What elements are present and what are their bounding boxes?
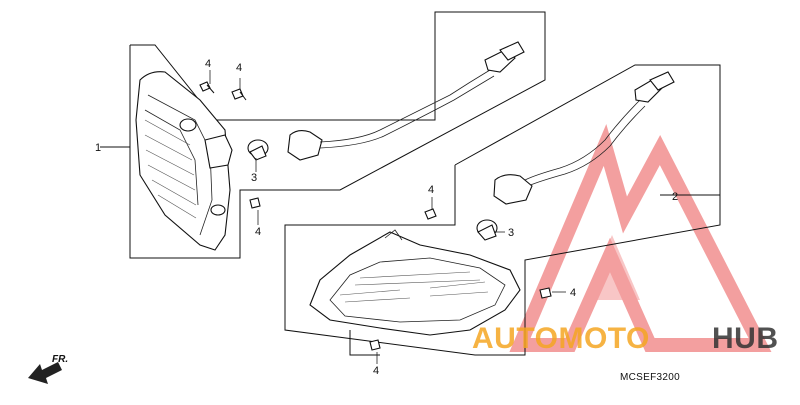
watermark-logo [509, 124, 772, 352]
front-direction-label: FR. [52, 354, 68, 365]
diagram-code: MCSEF3200 [620, 372, 680, 383]
left-lens-hatching [144, 119, 197, 219]
watermark-text-part2: HUB [712, 322, 779, 355]
left-socket-harness [287, 41, 525, 161]
front-direction-indicator: FR. [28, 354, 68, 384]
watermark-text-part1: AUTOMOTO [472, 322, 650, 355]
callout-4-right-bottom: 4 [373, 365, 379, 377]
screw-right-top [424, 208, 437, 220]
screw-left-top-1 [199, 81, 215, 94]
right-socket-harness [493, 71, 675, 205]
right-assembly-outline [284, 64, 721, 356]
right-lens-hatching [339, 271, 489, 303]
callout-4-left-bottom: 4 [255, 226, 261, 238]
callout-4-left-top-1: 4 [205, 58, 211, 70]
screw-right-side [539, 287, 552, 299]
right-turn-signal-housing [309, 229, 521, 336]
left-turn-signal-housing [135, 71, 233, 251]
callout-3-left: 3 [251, 172, 257, 184]
callout-3-right: 3 [508, 227, 514, 239]
bulb-left [247, 139, 269, 161]
leader-lines [209, 70, 566, 364]
screw-left-bottom [249, 197, 261, 209]
callout-2: 2 [672, 191, 678, 203]
callout-4-right-top: 4 [428, 184, 434, 196]
callout-4-right-side: 4 [570, 287, 576, 299]
callout-1: 1 [95, 142, 101, 154]
watermark-text: AUTOMOTO HUB [472, 322, 779, 355]
screw-right-bottom [369, 339, 381, 351]
bulb-right [476, 219, 498, 241]
screw-left-top-2 [231, 88, 247, 101]
callout-4-left-top-2: 4 [236, 62, 242, 74]
